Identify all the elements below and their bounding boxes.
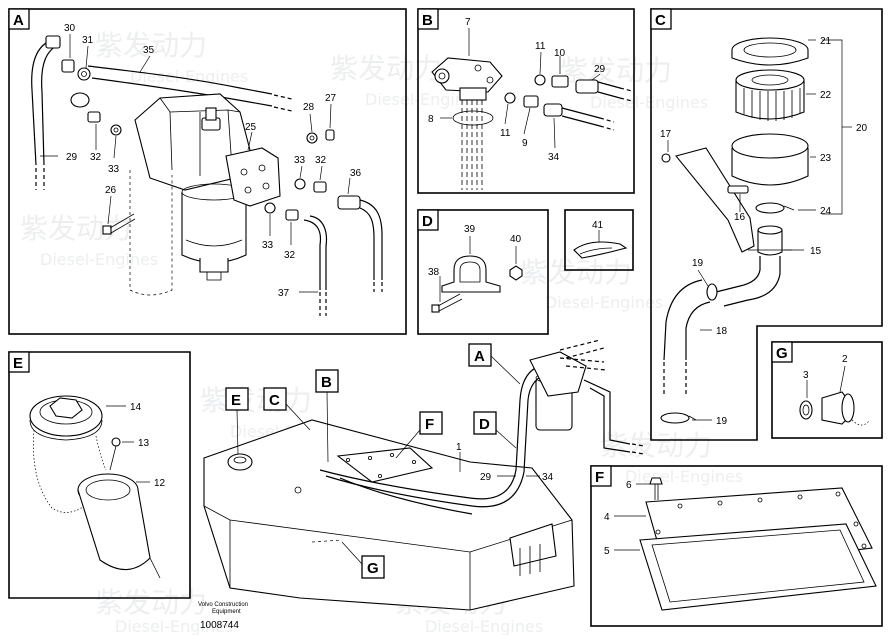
callout-main-1: 1 (456, 442, 462, 453)
footer-drawing-number: 1008744 (200, 620, 239, 631)
callout-b-11-low: 11 (500, 128, 511, 139)
callout-e-13: 13 (138, 438, 150, 449)
callout-main-34: 34 (542, 472, 554, 483)
callout-c-20: 20 (856, 123, 868, 134)
main-flag-b: B (321, 374, 332, 391)
callout-f-4: 4 (604, 512, 610, 523)
callout-a-32: 32 (90, 152, 102, 163)
callout-a-26: 26 (105, 185, 117, 196)
watermark-en-7: Diesel-Engines (625, 467, 743, 486)
footer-brand-line1: Volvo Construction (198, 602, 248, 608)
main-flag-g: G (367, 560, 379, 577)
panel-g: G 3 2 (771, 341, 883, 439)
main-flag-d: D (479, 416, 490, 433)
callout-c-24: 24 (820, 206, 832, 217)
callout-a-33-low: 33 (262, 240, 274, 251)
callout-a-29: 29 (66, 152, 78, 163)
callout-e-14: 14 (130, 402, 142, 413)
callout-c-19-low: 19 (716, 416, 728, 427)
callout-g-3: 3 (803, 370, 809, 381)
callout-c-17: 17 (660, 129, 672, 140)
callout-b-29: 29 (594, 64, 606, 75)
main-flag-f: F (425, 416, 434, 433)
panel-c: C (650, 8, 883, 441)
callout-c-16: 16 (734, 212, 746, 223)
watermark-en-9: Diesel-Engines (425, 617, 543, 635)
callout-a-25: 25 (245, 122, 257, 133)
callout-a-33-mid: 33 (294, 155, 306, 166)
watermark-en-3: Diesel-Engines (590, 93, 708, 112)
panel-c-letter: C (655, 12, 666, 29)
watermark-en-4: Diesel-Engines (40, 250, 158, 269)
callout-a-31: 31 (82, 35, 94, 46)
callout-f-6: 6 (626, 480, 632, 491)
watermark-cn-2: 紫发动力 (330, 52, 442, 85)
watermark-cn-4: 紫发动力 (20, 212, 132, 245)
callout-g-2: 2 (842, 354, 848, 365)
panel-d-letter: D (422, 213, 433, 230)
footer-brand-line2: Equipment (212, 609, 241, 615)
callout-main-29: 29 (480, 472, 492, 483)
main-flag-a: A (474, 348, 485, 365)
panel-a-letter: A (13, 12, 24, 29)
callout-c-22: 22 (820, 90, 832, 101)
callout-b-11: 11 (535, 41, 546, 52)
watermark-en-8: Diesel-Engines (115, 617, 233, 635)
watermark-cn-8: 紫发动力 (95, 586, 207, 619)
panel-f-letter: F (595, 469, 604, 486)
watermark-en-5: Diesel-Engines (545, 293, 663, 312)
callout-a-28: 28 (303, 102, 315, 113)
callout-c-21: 21 (820, 36, 832, 47)
callout-f-5: 5 (604, 546, 610, 557)
watermark-cn-6: 紫发动力 (200, 384, 312, 417)
panel-a: A (8, 8, 407, 335)
watermark-en-2: Diesel-Engines (365, 90, 483, 109)
callout-b-34: 34 (548, 152, 560, 163)
callout-c-19: 19 (692, 258, 704, 269)
panel-b: B 7 11 10 29 8 11 9 (417, 8, 635, 194)
callout-d-39: 39 (464, 224, 476, 235)
callout-a-30: 30 (64, 23, 76, 34)
watermark-cn-5: 紫发动力 (520, 256, 632, 289)
watermark-cn-7: 紫发动力 (600, 429, 712, 462)
callout-b-9: 9 (522, 138, 528, 149)
main-flag-c: C (269, 392, 280, 409)
callout-a-33: 33 (108, 164, 120, 175)
callout-clip-41: 41 (592, 220, 604, 231)
callout-d-38: 38 (428, 267, 440, 278)
callout-c-15: 15 (810, 246, 822, 257)
panel-e: E 14 13 12 (8, 351, 191, 599)
callout-a-32-mid: 32 (315, 155, 327, 166)
callout-b-10: 10 (554, 48, 566, 59)
main-tank-assembly: A B C E F D G 1 29 34 (203, 339, 645, 611)
callout-c-18: 18 (716, 326, 728, 337)
panel-f: F 6 4 5 (590, 465, 883, 627)
callout-c-23: 23 (820, 153, 832, 164)
footer: Volvo Construction Equipment 1008744 (198, 602, 248, 631)
callout-d-40: 40 (510, 234, 522, 245)
panel-d: D 39 40 38 (417, 209, 549, 335)
callout-a-37: 37 (278, 288, 290, 299)
callout-a-27: 27 (325, 93, 337, 104)
callout-b-7: 7 (465, 17, 471, 28)
watermark-cn-1: 紫发动力 (95, 29, 207, 62)
callout-b-8: 8 (428, 114, 434, 125)
callout-a-35: 35 (143, 45, 155, 56)
main-flag-e: E (231, 392, 241, 409)
callout-a-36: 36 (350, 168, 362, 179)
panel-e-letter: E (13, 355, 23, 372)
callout-a-32-low: 32 (284, 250, 296, 261)
callout-e-12: 12 (154, 478, 166, 489)
panel-b-letter: B (422, 12, 433, 29)
panel-clip: 41 (564, 209, 634, 271)
panel-g-letter: G (776, 345, 788, 362)
watermark-en-1: Diesel-Engines (130, 67, 248, 86)
